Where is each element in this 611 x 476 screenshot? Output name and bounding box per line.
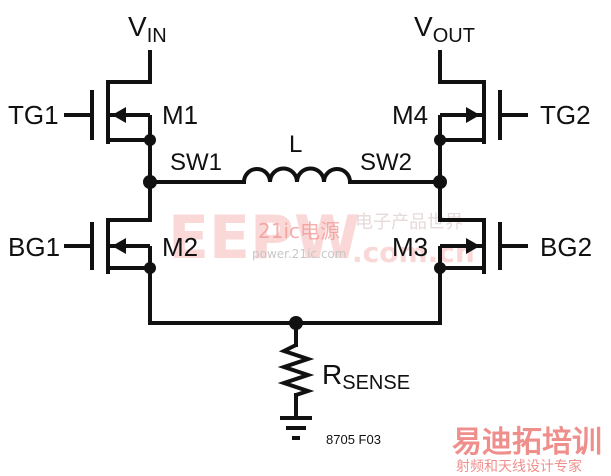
rsense-label-main: R xyxy=(322,359,342,390)
watermark-site-url: power.21ic.com xyxy=(252,247,346,261)
m2-label: M2 xyxy=(162,232,198,262)
sense-junction-dot xyxy=(289,316,303,330)
figure-id-label: 8705 F03 xyxy=(326,432,381,447)
bg2-label: BG2 xyxy=(540,232,592,262)
m4-arrow xyxy=(466,107,480,123)
watermark-eepw: EEPW xyxy=(168,203,360,273)
tg2-label: TG2 xyxy=(540,100,591,130)
wire-m1-source xyxy=(106,138,152,184)
wire-vin xyxy=(106,50,152,92)
rsense-resistor xyxy=(277,343,315,397)
brand-watermark: 易迪拓培训 射频和天线设计专家 xyxy=(452,425,602,475)
wire-vout xyxy=(438,50,486,92)
sw2-label: SW2 xyxy=(360,149,412,176)
brand-watermark-subtitle: 射频和天线设计专家 xyxy=(456,458,582,475)
m3-label: M3 xyxy=(392,232,428,262)
m1-arrow xyxy=(112,107,126,123)
m3-node-dot xyxy=(434,262,446,274)
watermark-cn-ent: 电子产品世界 xyxy=(355,212,463,233)
sw1-label: SW1 xyxy=(170,149,222,176)
wire-m2-drain xyxy=(106,180,152,230)
wire-m4-source xyxy=(438,138,486,184)
vout-label: VOUT xyxy=(414,11,475,47)
mosfet-m1 xyxy=(64,86,152,144)
vin-label-sub: IN xyxy=(147,25,167,47)
vout-label-main: V xyxy=(414,11,433,42)
m1-node-dot xyxy=(144,134,156,146)
tg1-label: TG1 xyxy=(8,100,59,130)
m2-arrow xyxy=(112,238,126,254)
wire-m3-drain xyxy=(438,180,486,230)
m1-label: M1 xyxy=(162,100,198,130)
rsense-label: RSENSE xyxy=(322,359,410,394)
mosfet-m2 xyxy=(64,218,152,274)
m4-node-dot xyxy=(434,134,446,146)
watermark-site-cn: 21ic电源 xyxy=(258,219,340,243)
watermark-com-cn: .com.cn xyxy=(352,236,475,269)
brand-watermark-title: 易迪拓培训 xyxy=(452,425,602,460)
m3-arrow xyxy=(466,238,480,254)
bg1-label: BG1 xyxy=(8,232,60,262)
sw1-junction-dot xyxy=(143,175,157,189)
ground-symbol xyxy=(280,416,312,440)
watermark-layer: EEPW 21ic电源 power.21ic.com 电子产品世界 .com.c… xyxy=(168,203,475,273)
m2-node-dot xyxy=(144,262,156,274)
wire-m2-source xyxy=(106,266,152,325)
inductor-label: L xyxy=(289,131,302,158)
m4-label: M4 xyxy=(392,100,428,130)
sw2-junction-dot xyxy=(433,175,447,189)
mosfet-m4 xyxy=(438,86,528,144)
vout-label-sub: OUT xyxy=(433,25,475,47)
wire-m3-source xyxy=(438,266,486,325)
vin-label-main: V xyxy=(128,11,147,42)
vin-label: VIN xyxy=(128,11,167,47)
rsense-label-sub: SENSE xyxy=(342,372,410,394)
inductor-coil xyxy=(242,166,352,183)
